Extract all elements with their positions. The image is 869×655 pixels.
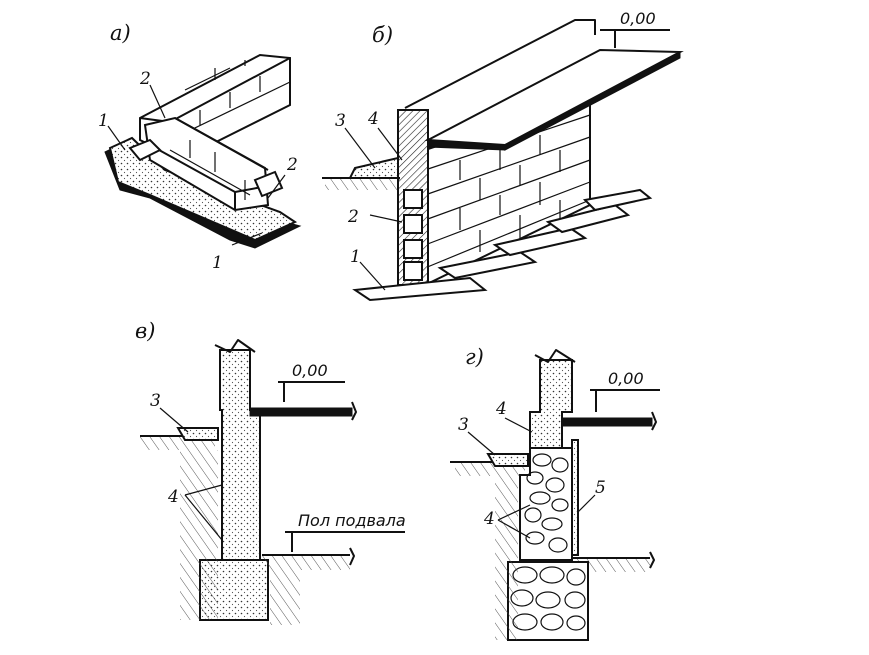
panel-g-elevation-mark: 0,00 xyxy=(590,369,660,412)
panel-b-elevation-mark: 0,00 xyxy=(600,9,670,48)
callout-g-4-top: 4 xyxy=(495,399,507,419)
panel-a-callouts: 2 1 2 1 xyxy=(98,69,298,273)
callout-g-3: 3 xyxy=(458,415,469,435)
panel-g-callouts: 4 3 5 4 xyxy=(458,399,606,539)
callout-g-5: 5 xyxy=(595,478,606,498)
panel-g-wall xyxy=(529,359,573,449)
panel-b-label: б) xyxy=(372,23,393,47)
panel-g-stone-footing xyxy=(507,561,589,641)
callout-a-1-bottom: 1 xyxy=(212,253,223,273)
panel-g-elevation: 0,00 xyxy=(608,369,644,388)
panel-b-callouts: 3 4 2 1 xyxy=(335,109,403,291)
panel-a-label: а) xyxy=(110,21,131,45)
panel-b-block-section xyxy=(403,189,423,281)
callout-b-1: 1 xyxy=(350,247,361,267)
callout-a-2-right: 2 xyxy=(286,155,298,175)
panel-g-label: г) xyxy=(465,345,484,369)
panel-g: г) xyxy=(450,345,660,641)
panel-v-elevation: 0,00 xyxy=(292,361,328,380)
callout-b-4: 4 xyxy=(367,109,379,129)
panel-g-rubble-stones xyxy=(524,453,569,553)
panel-a: а) 2 1 2 1 xyxy=(98,21,302,273)
panel-v: в) 0,00 Пол подвала xyxy=(135,319,406,625)
callout-v-4: 4 xyxy=(167,487,179,507)
callout-g-4-bottom: 4 xyxy=(483,509,495,529)
panel-b: б) 0,00 xyxy=(322,9,684,302)
panel-v-floor-slab xyxy=(249,407,353,417)
callout-b-3: 3 xyxy=(335,111,346,131)
callout-v-3: 3 xyxy=(150,391,161,411)
panel-v-elevation-mark: 0,00 xyxy=(278,361,345,402)
panel-b-elevation: 0,00 xyxy=(620,9,656,28)
panel-b-footing-base xyxy=(352,276,488,302)
panel-v-basement-floor-mark: Пол подвала xyxy=(285,511,406,552)
panel-v-callouts: 3 4 xyxy=(150,391,223,541)
callout-b-2: 2 xyxy=(347,207,359,227)
callout-a-1-top: 1 xyxy=(98,111,109,131)
panel-v-label: в) xyxy=(135,319,155,343)
callout-a-2-top: 2 xyxy=(139,69,151,89)
panel-v-basement-floor: Пол подвала xyxy=(298,511,406,530)
panel-g-floor-slab xyxy=(561,417,653,427)
